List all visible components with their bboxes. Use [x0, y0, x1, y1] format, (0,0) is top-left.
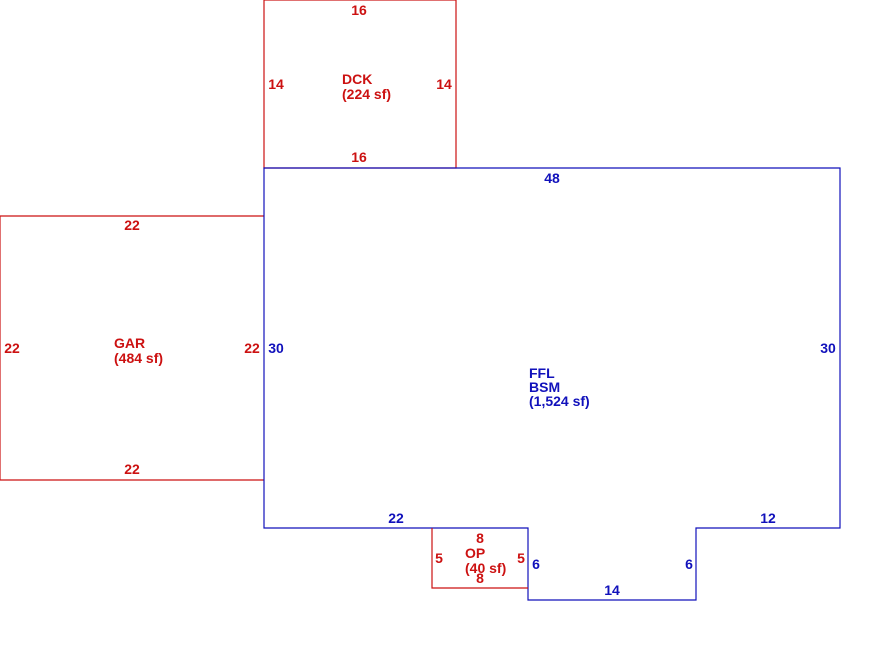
- main-area-label: (1,524 sf): [529, 393, 590, 409]
- main-dim-notch-left: 6: [532, 556, 540, 572]
- garage-area-label: (484 sf): [114, 350, 163, 366]
- porch-dim-top: 8: [476, 530, 484, 546]
- deck-code-label: DCK: [342, 71, 372, 87]
- main-dim-left: 30: [268, 340, 284, 356]
- main-dim-right: 30: [820, 340, 836, 356]
- garage-dim-top: 22: [124, 217, 140, 233]
- porch-code-label: OP: [465, 545, 485, 561]
- main-dim-bottom-left: 22: [388, 510, 404, 526]
- garage-dim-bottom: 22: [124, 461, 140, 477]
- porch-dim-left: 5: [435, 550, 443, 566]
- main-dim-notch-bottom: 14: [604, 582, 620, 598]
- garage-outline: [0, 215, 264, 481]
- porch-dim-right: 5: [517, 550, 525, 566]
- main-code-label-1: FFL: [529, 365, 555, 381]
- porch-dim-bottom: 8: [476, 570, 484, 586]
- garage-dim-left: 22: [4, 340, 20, 356]
- deck-dim-bottom: 16: [351, 149, 367, 165]
- main-dim-notch-right: 6: [685, 556, 693, 572]
- garage-code-label: GAR: [114, 335, 145, 351]
- porch-outline: [431, 528, 528, 589]
- deck-area-label: (224 sf): [342, 86, 391, 102]
- main-dim-bottom-right: 12: [760, 510, 776, 526]
- deck-dim-right: 14: [436, 76, 452, 92]
- porch-area-label: (40 sf): [465, 560, 506, 576]
- main-dim-top: 48: [544, 170, 560, 186]
- deck-dim-top: 16: [351, 2, 367, 18]
- garage-dim-right: 22: [244, 340, 260, 356]
- main-code-label-2: BSM: [529, 379, 560, 395]
- deck-dim-left: 14: [268, 76, 284, 92]
- main-structure-outline: [263, 167, 841, 601]
